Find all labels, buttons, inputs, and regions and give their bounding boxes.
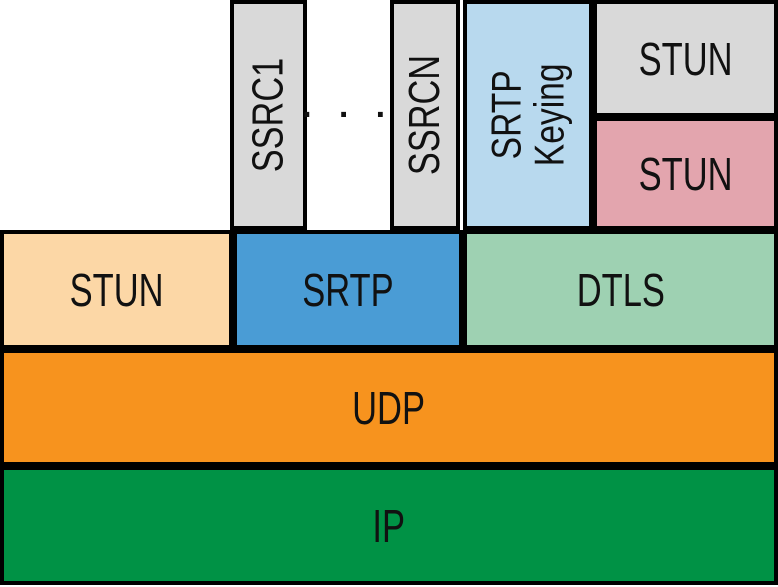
stun-top-right-box: STUN (593, 0, 778, 117)
udp-label: UDP (352, 381, 426, 434)
ellipsis-dots: · · · (302, 0, 390, 230)
srtp-keying-box: SRTP Keying (463, 0, 593, 230)
srtp-keying-label-line1: SRTP (482, 70, 530, 160)
srtp-keying-label: SRTP Keying (482, 63, 573, 167)
ssrc1-label: SSRC1 (243, 57, 293, 173)
srtp-keying-label-line2: Keying (525, 63, 573, 167)
ip-label: IP (372, 499, 406, 552)
stun-pink-label: STUN (638, 147, 733, 200)
srtp-label: SRTP (302, 263, 394, 316)
stun-top-right-label: STUN (638, 32, 733, 85)
ip-box: IP (0, 466, 778, 585)
ssrcn-label: SSRCN (400, 54, 449, 176)
stun-pink-box: STUN (593, 117, 778, 230)
stun-left-box: STUN (0, 230, 233, 349)
srtp-box: SRTP (233, 230, 463, 349)
stun-left-label: STUN (69, 263, 164, 316)
ssrcn-box: SSRCN (390, 0, 460, 230)
dtls-label: DTLS (576, 263, 665, 316)
dtls-box: DTLS (463, 230, 778, 349)
ssrc1-box: SSRC1 (230, 0, 307, 230)
ellipsis-dots-label: · · · (302, 96, 395, 134)
udp-box: UDP (0, 349, 778, 466)
